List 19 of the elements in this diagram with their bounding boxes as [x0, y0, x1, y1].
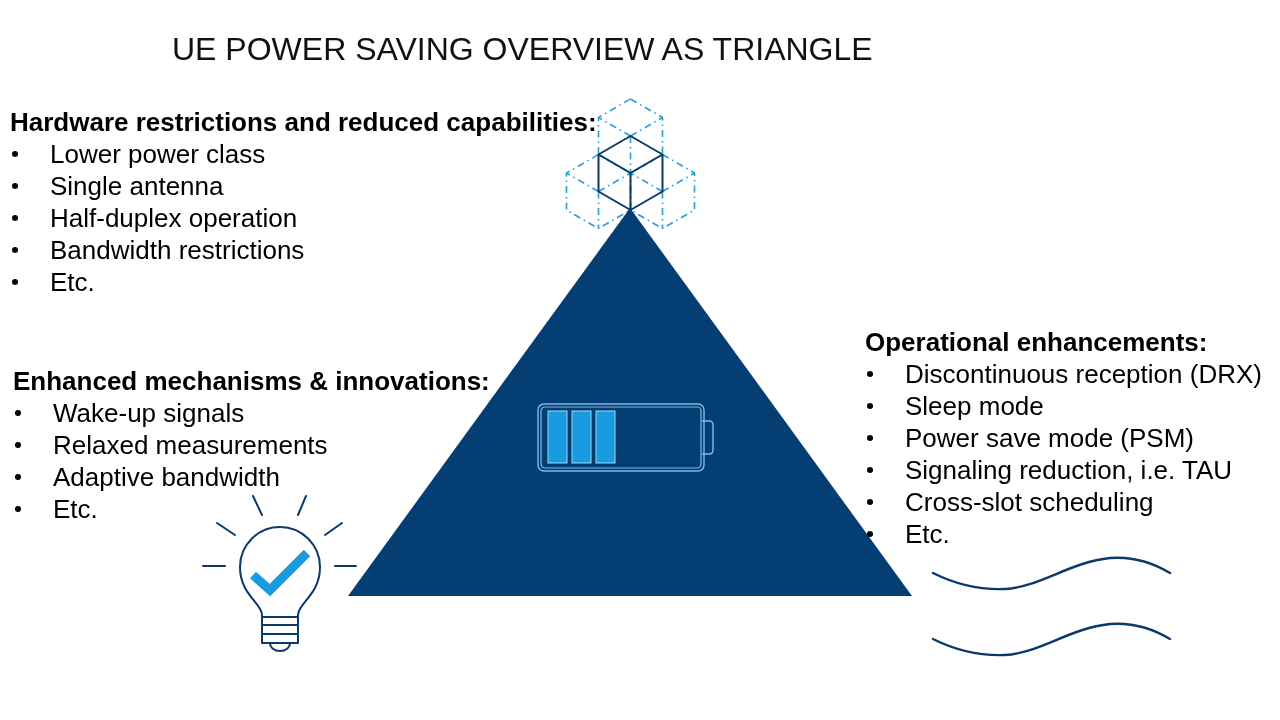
title: UE POWER SAVING OVERVIEW AS TRIANGLE [172, 30, 873, 69]
list-item-text: Lower power class [50, 138, 266, 170]
list-item-text: Bandwidth restrictions [50, 234, 305, 266]
list-item-text: Etc. [905, 518, 950, 550]
list-item-text: Power save mode (PSM) [905, 422, 1194, 454]
list-item-text: Signaling reduction, i.e. TAU [905, 454, 1233, 486]
list-item-text: Wake-up signals [53, 397, 245, 429]
list-item-text: Cross-slot scheduling [905, 486, 1154, 518]
list-item-text: Discontinuous reception (DRX) [905, 358, 1262, 390]
list-item-text: Half-duplex operation [50, 202, 298, 234]
list-item-text: Single antenna [50, 170, 224, 202]
list-item-text: Etc. [50, 266, 95, 298]
list-item-text: Adaptive bandwidth [53, 461, 280, 493]
list-item-text: Relaxed measurements [53, 429, 328, 461]
list-item-text: Etc. [53, 493, 98, 525]
list-item-text: Sleep mode [905, 390, 1044, 422]
section-heading: Hardware restrictions and reduced capabilities: [10, 106, 597, 138]
section-heading: Operational enhancements: [865, 326, 1209, 358]
section-heading: Enhanced mechanisms & innovations: [13, 365, 490, 397]
